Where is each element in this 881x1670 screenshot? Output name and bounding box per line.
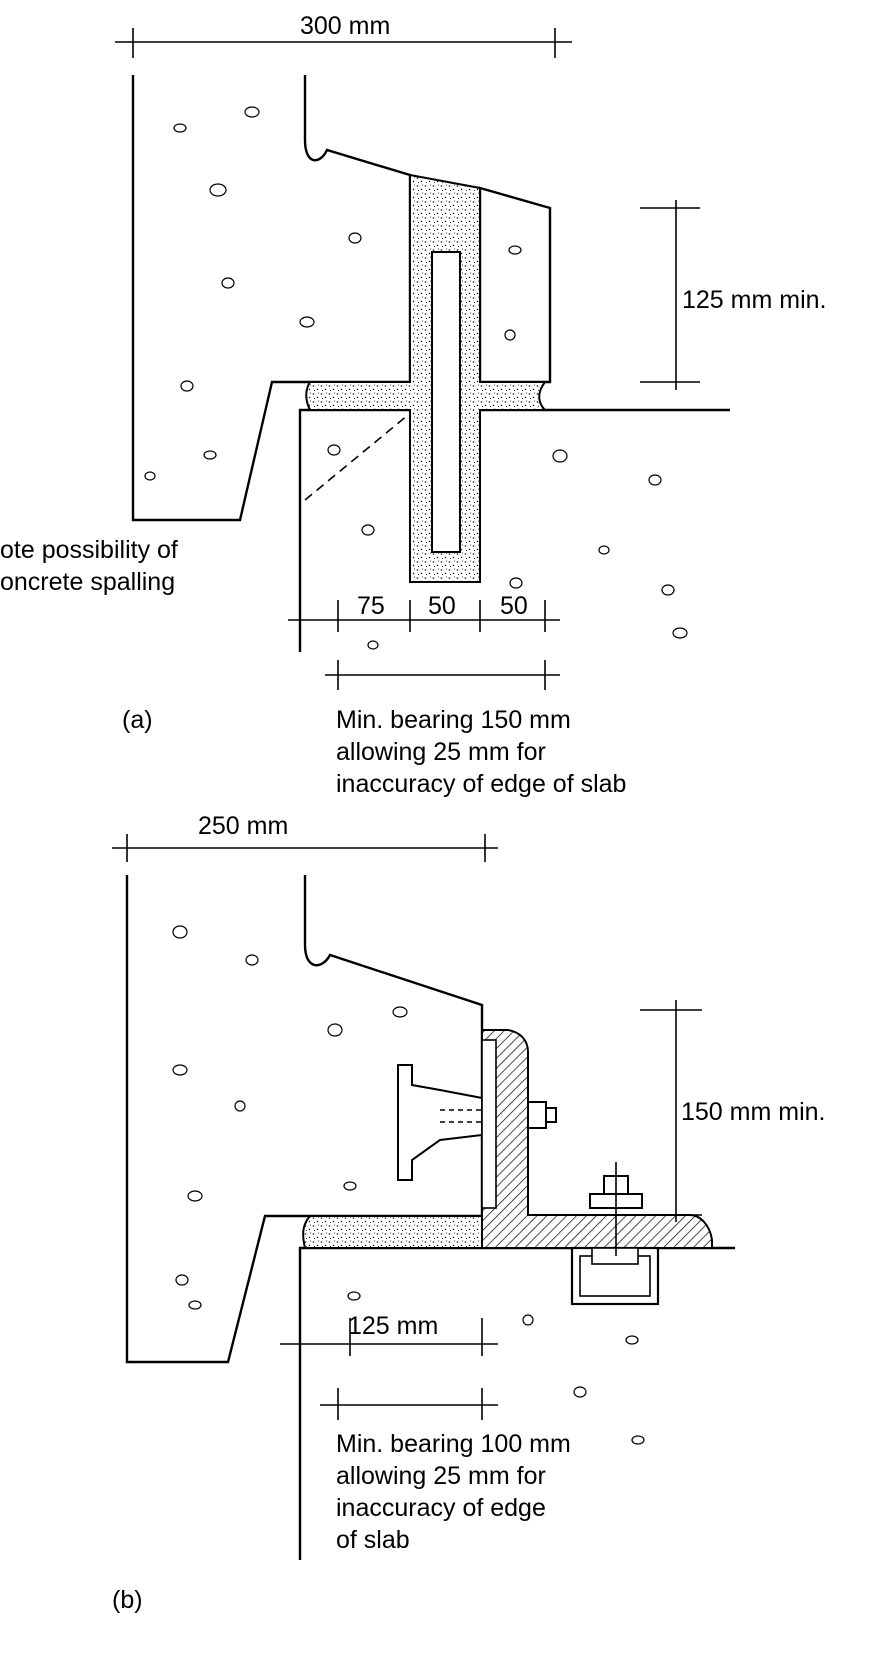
aggregate-texture-a <box>144 106 688 650</box>
channel-bolt <box>589 1162 643 1256</box>
upper-precast-unit-a <box>131 75 412 522</box>
dim-75-label: 75 <box>357 592 385 620</box>
panel-a-label: (a) <box>122 706 153 734</box>
spalling-line <box>304 414 409 501</box>
bearing-b-line2: allowing 25 mm for <box>336 1462 546 1490</box>
height-dimension-a-label: 125 mm min. <box>682 286 826 314</box>
dim-125-dimension: 125 mm <box>280 1312 498 1356</box>
min-bearing-dimension-b <box>320 1388 498 1420</box>
grout-joint-a <box>305 173 548 583</box>
grout-bedding-b <box>302 1215 499 1249</box>
packing-plate <box>481 1039 497 1209</box>
dowel-bar-a <box>431 251 461 553</box>
width-dimension-a: 300 mm <box>115 12 572 58</box>
dim-50a-label: 50 <box>428 592 456 620</box>
width-dimension-b: 250 mm <box>112 812 498 862</box>
bearing-a-line1: Min. bearing 150 mm <box>336 706 571 734</box>
bearing-b-line4: of slab <box>336 1526 410 1554</box>
upper-precast-unit-b <box>125 875 484 1364</box>
bearing-b-line3: inaccuracy of edge <box>336 1494 546 1522</box>
upper-right-panel-a <box>478 186 552 384</box>
dim-125-label: 125 mm <box>348 1312 438 1340</box>
min-bearing-dimension-a <box>325 660 560 690</box>
bearing-a-line2: allowing 25 mm for <box>336 738 546 766</box>
height-dimension-b-label: 150 mm min. <box>681 1098 825 1126</box>
width-dimension-b-label: 250 mm <box>198 812 288 840</box>
spalling-note-line2: oncrete spalling <box>0 568 175 596</box>
panel-b: 250 mm <box>112 812 825 1614</box>
height-dimension-b: 150 mm min. <box>640 1000 825 1222</box>
panel-b-label: (b) <box>112 1586 143 1614</box>
spalling-note-line1: ote possibility of <box>0 536 178 564</box>
width-dimension-a-label: 300 mm <box>300 12 390 40</box>
panel-a: 300 mm 125 mm min. 75 50 <box>0 12 826 798</box>
channel-insert <box>570 1246 660 1306</box>
height-dimension-a: 125 mm min. <box>640 200 826 390</box>
bearing-b-line1: Min. bearing 100 mm <box>336 1430 571 1458</box>
dim-50b-label: 50 <box>500 592 528 620</box>
bearing-breakdown-dimension: 75 50 50 <box>288 592 560 632</box>
aggregate-texture-b <box>172 925 645 1445</box>
anchor-bolt <box>527 1101 557 1129</box>
bearing-a-line3: inaccuracy of edge of slab <box>336 770 626 798</box>
